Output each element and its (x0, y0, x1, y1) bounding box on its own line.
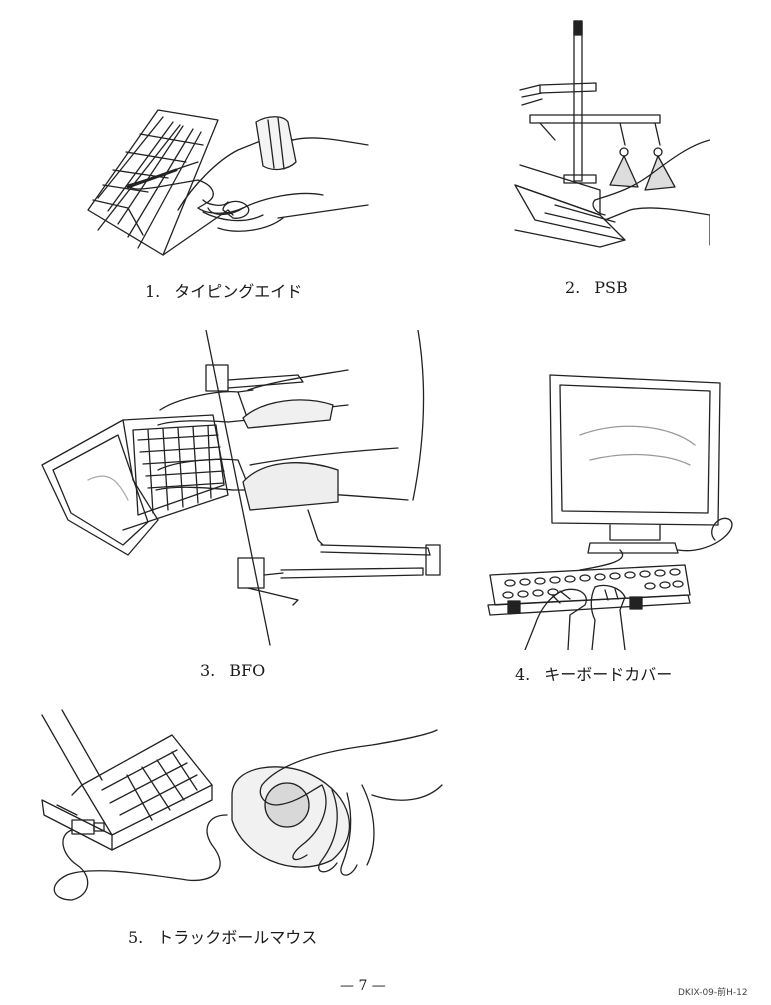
laptop-keyboard (82, 735, 212, 835)
figure-keyboard-cover (480, 365, 745, 650)
caption-label: BFO (229, 661, 266, 680)
monitor-stand (588, 543, 678, 553)
laptop (515, 185, 625, 240)
typing-stick (128, 170, 176, 187)
caption-number: 1. (145, 282, 161, 301)
stopper-left (508, 601, 520, 613)
figure-trackball-mouse (32, 705, 452, 915)
wrist-cuff (256, 117, 296, 170)
figure-caption: 1. タイピングエイド (145, 278, 302, 302)
laptop-keyboard (123, 415, 228, 530)
caption-label: キーボードカバー (544, 665, 673, 684)
keyboard (490, 565, 690, 605)
sling-left (610, 156, 638, 187)
monitor-screen (560, 385, 710, 513)
hand (262, 730, 437, 785)
figure-psb (500, 15, 710, 255)
cover-holes (503, 569, 683, 598)
pole-cap (574, 21, 582, 35)
page-number: — 7 — (340, 978, 386, 994)
arm (595, 140, 710, 200)
lower-arm-trough (243, 463, 338, 510)
keyboard-keys (88, 110, 233, 255)
caption-label: タイピングエイド (174, 282, 303, 301)
laptop-screen (42, 715, 82, 795)
bfo-illustration (38, 330, 458, 655)
figure-bfo (38, 330, 458, 655)
table-edge (206, 330, 270, 645)
caption-number: 2. (565, 278, 581, 297)
upper-bracket (206, 365, 228, 391)
monitor (550, 375, 720, 525)
lower-bracket (238, 558, 264, 588)
caption-number: 4. (515, 665, 531, 684)
caption-label: トラックボールマウス (157, 928, 318, 947)
psb-illustration (500, 15, 710, 255)
support-pole (574, 21, 582, 181)
trackball-ball (265, 783, 309, 827)
figure-caption: 3. BFO (200, 661, 265, 680)
typing-aid-illustration (68, 90, 398, 265)
pivot-joint (426, 545, 440, 575)
keyboard-cover-illustration (480, 365, 745, 650)
figure-caption: 5. トラックボールマウス (128, 924, 317, 948)
left-hand (525, 590, 565, 650)
figure-caption: 2. PSB (565, 278, 628, 297)
figure-typing-aid (68, 90, 398, 265)
caption-number: 5. (128, 928, 144, 947)
upper-hand (160, 390, 253, 410)
upper-arm-trough (243, 400, 333, 428)
monitor-cable (678, 518, 732, 550)
right-hand (595, 585, 625, 650)
lower-hand (158, 459, 238, 470)
mouse-cable (54, 815, 227, 900)
sling-right (645, 156, 675, 190)
usb-connector (72, 820, 94, 834)
trackball-mouse-illustration (32, 705, 452, 915)
horizontal-arm (530, 115, 660, 123)
hand (128, 136, 368, 231)
stopper-right (630, 597, 642, 609)
caption-label: PSB (594, 278, 628, 297)
caption-number: 3. (200, 661, 216, 680)
document-code: DKIX-09-前H-12 (678, 988, 748, 998)
figure-caption: 4. キーボードカバー (515, 661, 672, 685)
